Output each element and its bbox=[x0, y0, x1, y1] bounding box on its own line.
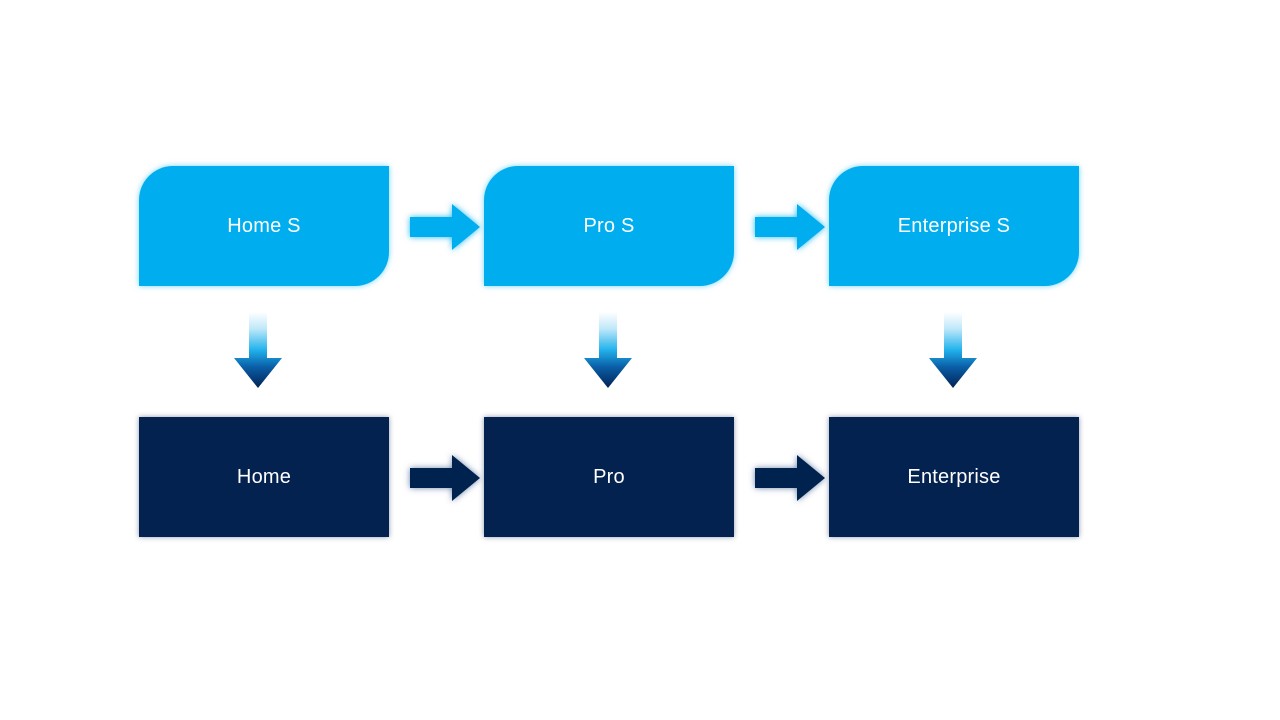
down-arrow-2-icon bbox=[578, 308, 638, 392]
product-arrow-1-icon bbox=[406, 451, 484, 505]
node-enterprise-s[interactable]: Enterprise S bbox=[829, 166, 1079, 286]
down-arrow-3-icon bbox=[923, 308, 983, 392]
product-arrow-2-icon bbox=[751, 451, 829, 505]
node-pro-label: Pro bbox=[593, 466, 625, 488]
node-pro[interactable]: Pro bbox=[484, 417, 734, 537]
node-home-label: Home bbox=[236, 466, 292, 488]
node-enterprise-s-label: Enterprise S bbox=[897, 215, 1011, 237]
node-pro-s[interactable]: Pro S bbox=[484, 166, 734, 286]
node-enterprise[interactable]: Enterprise bbox=[829, 417, 1079, 537]
node-home-s-label: Home S bbox=[227, 215, 301, 237]
service-arrow-1-icon bbox=[406, 200, 484, 254]
down-arrow-1-icon bbox=[228, 308, 288, 392]
service-arrow-2-icon bbox=[751, 200, 829, 254]
node-home-s[interactable]: Home S bbox=[139, 166, 389, 286]
node-enterprise-label: Enterprise bbox=[907, 466, 1001, 488]
node-pro-s-label: Pro S bbox=[583, 215, 635, 237]
node-home[interactable]: Home bbox=[139, 417, 389, 537]
